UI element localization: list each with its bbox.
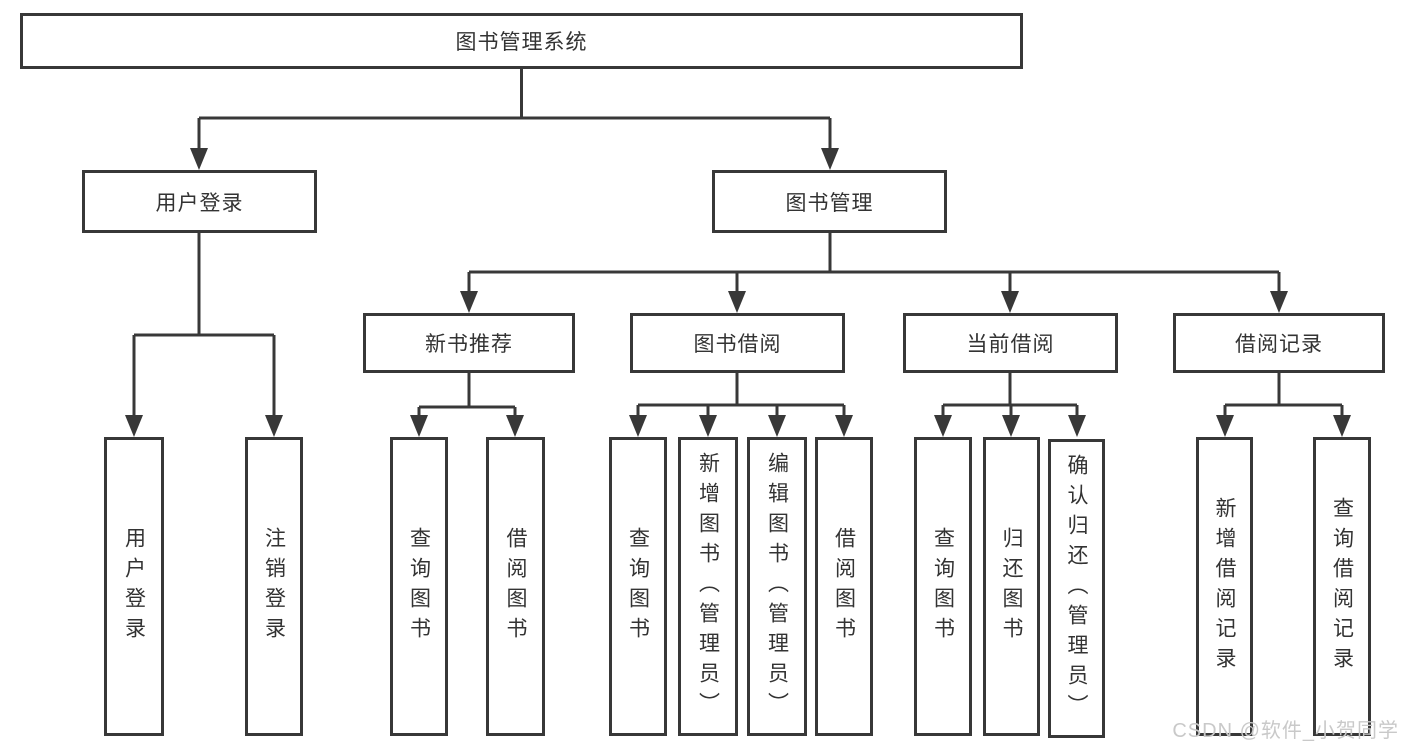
leaf-logout-label: 注销登录 [262, 526, 286, 647]
connector-book-mgmt-children [460, 233, 1288, 313]
leaf-bb-add-book-label: 新增图书（管理员） [696, 451, 720, 722]
node-user-login-label: 用户登录 [155, 191, 244, 215]
leaf-br-add-record: 新增借阅记录 [1196, 437, 1253, 736]
leaf-cb-query-book: 查询图书 [914, 437, 972, 736]
leaf-user-login-label: 用户登录 [122, 526, 146, 647]
node-new-book-rec-label: 新书推荐 [425, 333, 513, 356]
leaf-cb-confirm-return-label: 确认归还（管理员） [1065, 453, 1089, 724]
node-root-label: 图书管理系统 [455, 31, 588, 54]
leaf-cb-query-book-label: 查询图书 [931, 526, 955, 647]
leaf-br-add-record-label: 新增借阅记录 [1213, 496, 1237, 677]
connector-current-borrow-children [934, 373, 1086, 437]
connector-root-to-level2 [190, 69, 839, 170]
leaf-cb-confirm-return: 确认归还（管理员） [1048, 439, 1105, 738]
leaf-bb-query-book-label: 查询图书 [626, 526, 650, 647]
leaf-rec-borrow-book-label: 借阅图书 [504, 526, 528, 647]
leaf-cb-return-book-label: 归还图书 [1000, 526, 1024, 647]
node-borrow-records-label: 借阅记录 [1235, 333, 1323, 356]
leaf-logout: 注销登录 [245, 437, 303, 736]
leaf-user-login: 用户登录 [104, 437, 164, 736]
node-book-borrow: 图书借阅 [630, 313, 845, 373]
leaf-br-query-record-label: 查询借阅记录 [1330, 496, 1354, 677]
node-root: 图书管理系统 [20, 13, 1023, 69]
leaf-rec-borrow-book: 借阅图书 [486, 437, 545, 736]
connector-book-borrow-children [629, 373, 853, 437]
node-current-borrow-label: 当前借阅 [966, 333, 1055, 356]
leaf-bb-edit-book: 编辑图书（管理员） [747, 437, 807, 736]
leaf-cb-return-book: 归还图书 [983, 437, 1040, 736]
leaf-rec-query-book-label: 查询图书 [407, 526, 431, 647]
leaf-br-query-record: 查询借阅记录 [1313, 437, 1371, 736]
connector-new-book-rec-children [410, 373, 524, 437]
node-user-login: 用户登录 [82, 170, 317, 233]
connector-user-login-children [125, 233, 283, 437]
node-new-book-rec: 新书推荐 [363, 313, 575, 373]
connector-borrow-records-children [1216, 373, 1351, 437]
node-book-mgmt: 图书管理 [712, 170, 947, 233]
node-book-mgmt-label: 图书管理 [785, 191, 874, 215]
leaf-bb-edit-book-label: 编辑图书（管理员） [765, 451, 789, 722]
leaf-rec-query-book: 查询图书 [390, 437, 448, 736]
leaf-bb-add-book: 新增图书（管理员） [678, 437, 738, 736]
node-book-borrow-label: 图书借阅 [693, 333, 782, 356]
node-current-borrow: 当前借阅 [903, 313, 1118, 373]
node-borrow-records: 借阅记录 [1173, 313, 1385, 373]
leaf-bb-borrow-book: 借阅图书 [815, 437, 873, 736]
leaf-bb-query-book: 查询图书 [609, 437, 667, 736]
csdn-watermark: CSDN @软件_小贺同学 [1172, 720, 1399, 742]
leaf-bb-borrow-book-label: 借阅图书 [832, 526, 856, 647]
